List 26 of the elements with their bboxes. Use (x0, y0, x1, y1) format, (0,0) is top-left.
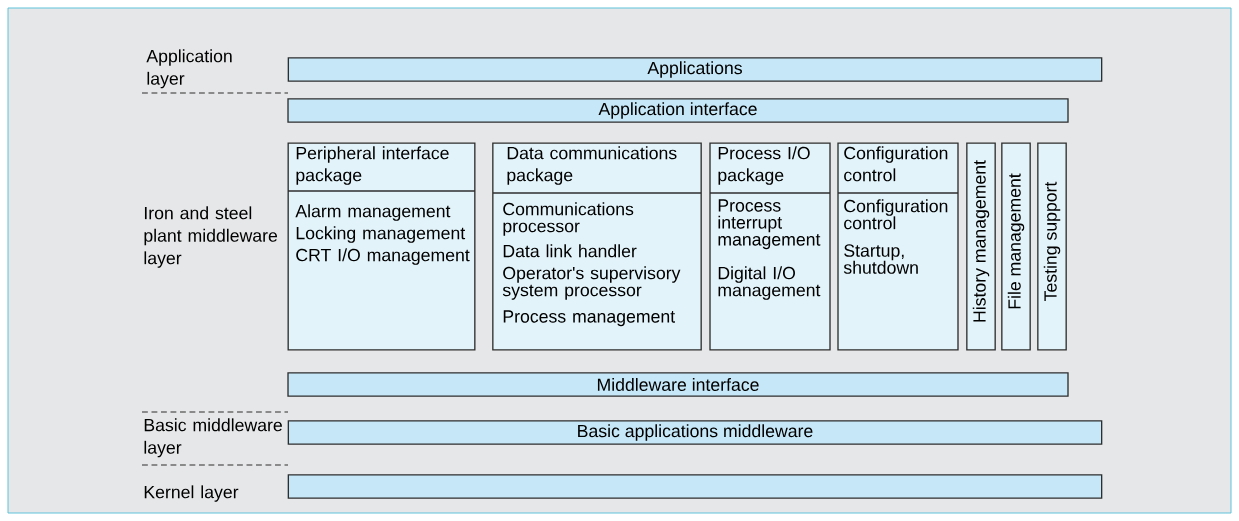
layer-label: Kernel layer (144, 485, 239, 502)
function-box: History management (966, 142, 996, 351)
function-label: Locking management (296, 226, 466, 243)
function-label: Process interrupt management (718, 199, 821, 250)
package-title: Data communications package (507, 146, 677, 185)
layer-bar: Middleware interface (287, 372, 1069, 397)
function-label: Startup, shutdown (843, 244, 918, 274)
function-label: Data link handler (503, 244, 637, 258)
layer-label: Application layer (146, 49, 232, 89)
function-label: Alarm management (295, 204, 451, 221)
function-box: File management (1001, 142, 1031, 351)
function-label: Configuration control (844, 199, 948, 230)
package-title: Peripheral interface package (296, 146, 449, 185)
function-label: Communications processor (503, 202, 634, 236)
package-title: Process I/O package (718, 146, 810, 185)
function-label: CRT I/O management (296, 248, 470, 265)
layer-bar (287, 474, 1103, 499)
function-box: Testing support (1037, 142, 1067, 351)
function-label: Digital I/O management (718, 266, 821, 300)
layer-label: Basic middleware layer (144, 418, 282, 458)
function-label: Operator's supervisory system processor (502, 266, 681, 300)
package-title: Configuration control (844, 146, 948, 182)
function-label: Process management (503, 310, 675, 327)
layer-bar: Applications (287, 57, 1103, 82)
layer-bar: Application interface (287, 98, 1069, 123)
layer-bar: Basic applications middleware (287, 420, 1103, 445)
